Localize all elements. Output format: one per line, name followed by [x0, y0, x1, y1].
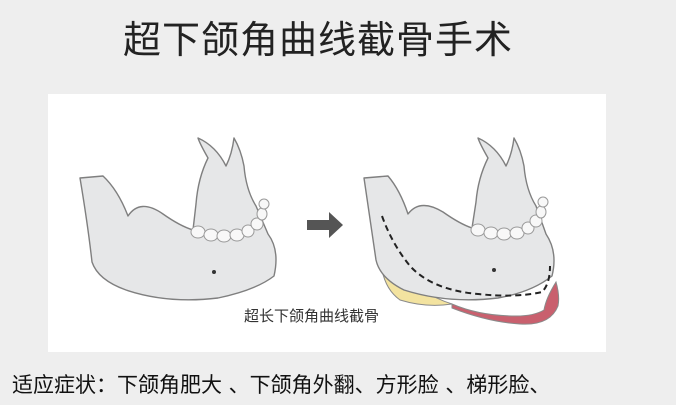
teeth-after	[470, 196, 549, 241]
illustration-panel: 超长下颌角曲线截骨	[48, 94, 606, 352]
arrow-right-icon	[307, 212, 343, 238]
jaw-illustration	[79, 137, 560, 325]
jaw-before-bone	[79, 137, 277, 301]
teeth-before	[190, 198, 270, 243]
jaw-before	[79, 137, 277, 301]
removed-tissue-region	[451, 280, 560, 325]
figure-caption: 超长下颌角曲线截骨	[244, 307, 380, 325]
mental-foramen-before	[212, 270, 216, 274]
mental-foramen-after	[492, 268, 496, 272]
indications-text: 适应症状：下颌角肥大 、下颌角外翻、方形脸 、梯形脸、	[12, 373, 551, 397]
page-title: 超下颌角曲线截骨手术	[122, 18, 513, 62]
jaw-after	[363, 137, 560, 325]
jaw-after-bone	[363, 137, 555, 301]
osteotomy-cut-line	[381, 215, 551, 297]
